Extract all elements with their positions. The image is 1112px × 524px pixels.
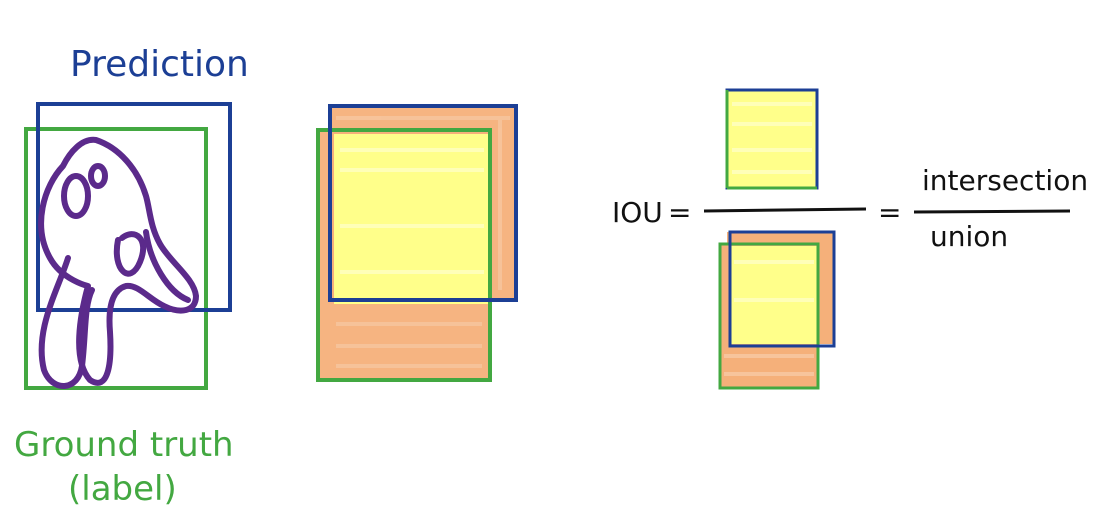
prediction-box: [36, 102, 232, 312]
eye-left-icon: [61, 173, 91, 219]
denominator-groundtruth-box: [718, 242, 820, 390]
ground-truth-label-line1: Ground truth: [14, 425, 234, 465]
panel-iou-formula: IOU =: [612, 88, 1088, 390]
denominator-hatch: [734, 260, 814, 302]
intersection-hatch: [340, 148, 484, 274]
fraction-bar-main: [703, 207, 867, 213]
fraction-bar-rhs: [913, 209, 1071, 214]
numerator-hatch: [732, 102, 812, 174]
rhs-numerator-text: intersection: [922, 164, 1088, 197]
iou-label: IOU: [612, 196, 663, 229]
prediction-box-2: [328, 104, 518, 302]
ground-truth-box-2: [316, 128, 492, 382]
rhs-denominator-text: union: [930, 220, 1008, 253]
panel-union-intersection: [316, 104, 518, 382]
denominator-union-hatch: [724, 354, 814, 376]
equals-sign-2: =: [878, 196, 901, 229]
intersection-region: [334, 134, 490, 304]
octopus-object-icon: [38, 136, 199, 389]
prediction-label: Prediction: [70, 44, 249, 85]
denominator-prediction-box: [728, 230, 836, 348]
equals-sign-1: =: [668, 196, 691, 229]
eye-right-icon: [88, 163, 108, 189]
panel-boxes-with-object: Prediction Ground truth (label): [14, 44, 249, 509]
ground-truth-box: [24, 127, 208, 390]
ground-truth-label-line2: (label): [68, 469, 177, 509]
union-hatch: [336, 116, 510, 368]
